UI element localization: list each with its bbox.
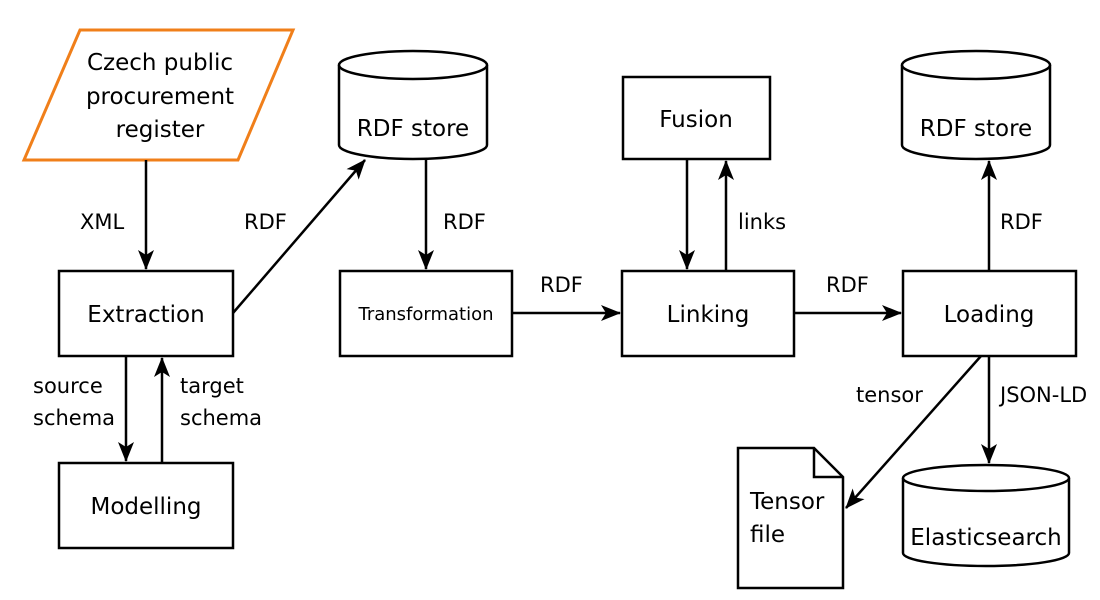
- edge-label-target-schema-line-1: target: [180, 374, 244, 398]
- register-node: Czech public procurement register: [21, 28, 296, 162]
- register-label-line-3: register: [116, 117, 205, 143]
- linking-node: Linking: [620, 269, 796, 358]
- modelling-node: Modelling: [57, 461, 235, 550]
- edge-label-rdf-extraction-store: RDF: [244, 210, 287, 234]
- edge-label-json-ld: JSON-LD: [998, 383, 1087, 407]
- rdf-store-1-label: RDF store: [357, 116, 469, 142]
- edge-label-rdf-store-transformation: RDF: [443, 210, 486, 234]
- tensor-file-label-line-2: file: [750, 522, 785, 548]
- transformation-label: Transformation: [357, 304, 493, 325]
- linking-label: Linking: [667, 302, 750, 328]
- edge-label-links: links: [738, 210, 786, 234]
- register-label-line-2: procurement: [86, 84, 234, 110]
- elasticsearch-label: Elasticsearch: [910, 525, 1061, 551]
- edge-label-rdf-linking-loading: RDF: [826, 273, 869, 297]
- tensor-file-label-line-1: Tensor: [749, 489, 825, 515]
- edge-label-tensor: tensor: [856, 383, 923, 407]
- edge-label-target-schema-line-2: schema: [180, 406, 262, 430]
- arrow-extraction-to-rdf-store: [232, 159, 366, 314]
- tensor-file-node: Tensor file: [736, 446, 845, 590]
- rdf-store-2-node: RDF store: [900, 49, 1052, 161]
- transformation-node: Transformation: [338, 269, 514, 358]
- rdf-store-1-node: RDF store: [337, 49, 489, 161]
- edge-label-rdf-transformation-linking: RDF: [540, 273, 583, 297]
- arrow-loading-to-tensor-file: [845, 355, 982, 509]
- register-label-line-1: Czech public: [87, 50, 233, 76]
- edge-label-rdf-loading-store: RDF: [1000, 210, 1043, 234]
- edge-label-xml: XML: [80, 210, 125, 234]
- modelling-label: Modelling: [90, 494, 201, 520]
- fusion-label: Fusion: [659, 107, 733, 133]
- extraction-label: Extraction: [87, 302, 204, 328]
- rdf-store-2-label: RDF store: [920, 116, 1032, 142]
- loading-node: Loading: [901, 269, 1078, 358]
- edge-label-source-schema-line-1: source: [33, 374, 103, 398]
- elasticsearch-node: Elasticsearch: [901, 463, 1071, 568]
- edge-label-source-schema-line-2: schema: [33, 406, 115, 430]
- extraction-node: Extraction: [57, 269, 235, 358]
- fusion-node: Fusion: [621, 75, 772, 161]
- loading-label: Loading: [944, 302, 1035, 328]
- register-shape: [21, 28, 296, 162]
